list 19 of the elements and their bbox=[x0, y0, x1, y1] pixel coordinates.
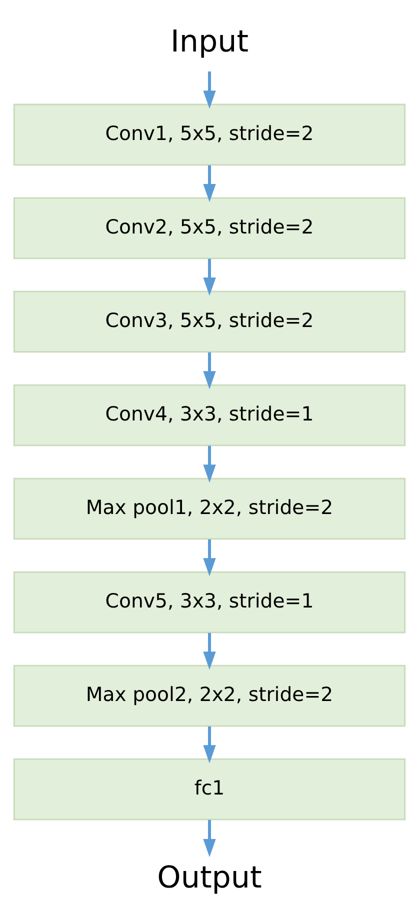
node-box: Max pool1, 2x2, stride=2 bbox=[13, 477, 406, 540]
arrow bbox=[203, 164, 216, 202]
arrow bbox=[203, 258, 216, 296]
node-box: Conv1, 5x5, stride=2 bbox=[13, 103, 406, 166]
arrow bbox=[203, 445, 216, 482]
node-box: fc1 bbox=[13, 758, 406, 820]
node-box: Max pool2, 2x2, stride=2 bbox=[13, 664, 406, 726]
node-text: Input bbox=[170, 24, 249, 60]
node-box: Conv3, 5x5, stride=2 bbox=[13, 290, 406, 352]
node-text: Output bbox=[157, 860, 262, 895]
node-box: Conv5, 3x3, stride=1 bbox=[13, 570, 406, 633]
arrow bbox=[203, 538, 216, 576]
arrow bbox=[203, 632, 216, 670]
arrow bbox=[203, 819, 216, 857]
node-box: Conv4, 3x3, stride=1 bbox=[13, 384, 406, 446]
arrow bbox=[203, 70, 216, 108]
arrow bbox=[203, 352, 216, 389]
arrow bbox=[203, 726, 216, 763]
node-box: Conv2, 5x5, stride=2 bbox=[13, 196, 406, 259]
